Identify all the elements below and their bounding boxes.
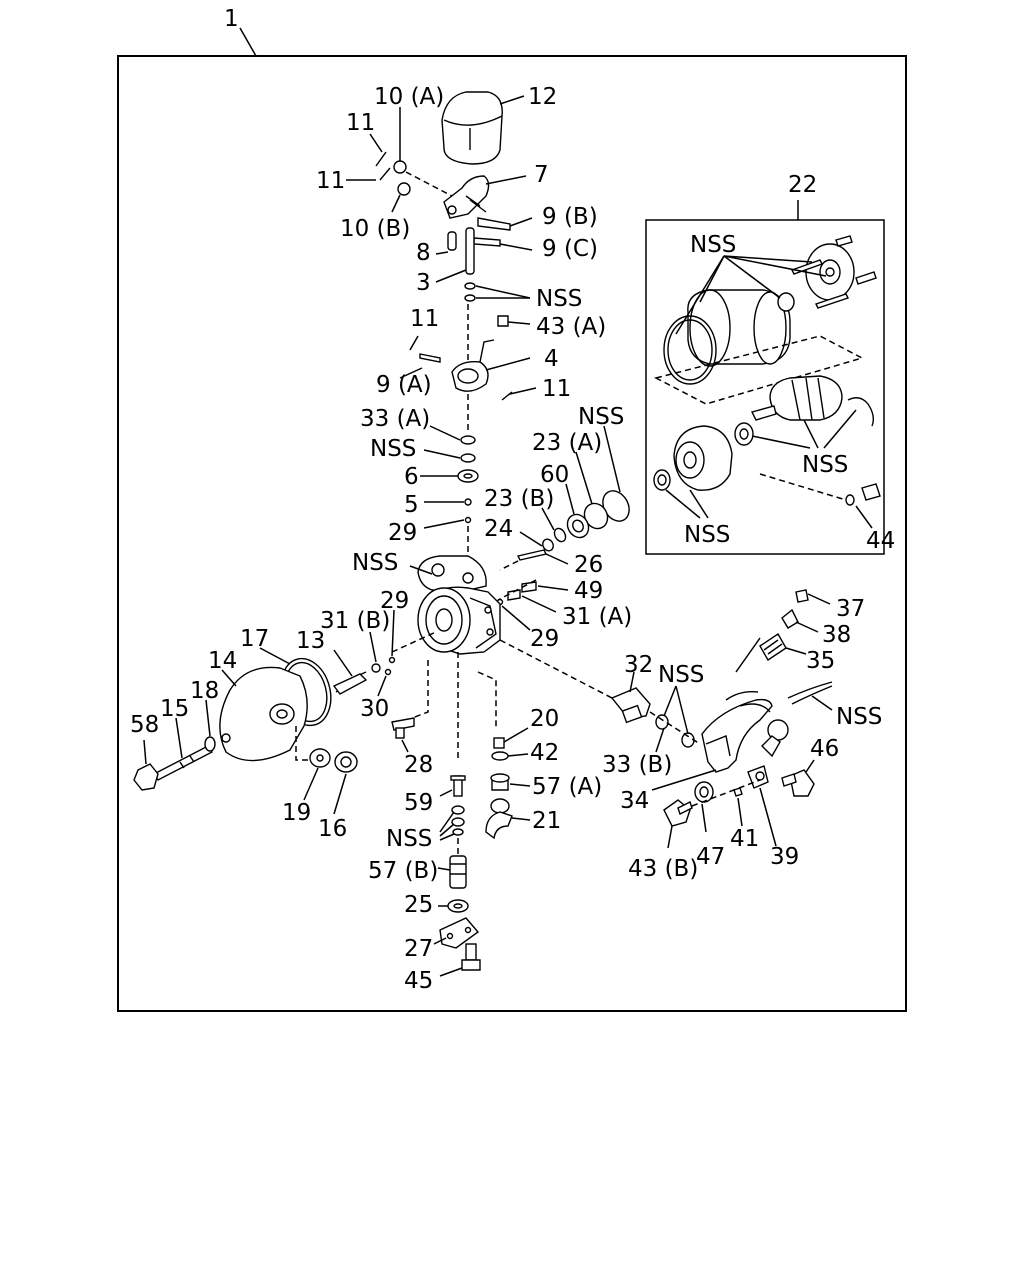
- label-19: 19: [282, 800, 311, 826]
- label-11c: 11: [410, 306, 439, 332]
- label-30: 30: [360, 696, 389, 722]
- label-41: 41: [730, 826, 759, 852]
- label-nss-4: NSS: [352, 550, 398, 576]
- label-57b: 57 (B): [368, 858, 438, 884]
- label-18: 18: [190, 678, 219, 704]
- label-58: 58: [130, 712, 159, 738]
- label-22: 22: [788, 172, 817, 198]
- assembly-frame: [117, 55, 907, 1012]
- label-3: 3: [416, 270, 431, 296]
- label-1: 1: [224, 6, 239, 32]
- label-59: 59: [404, 790, 433, 816]
- label-33b: 33 (B): [602, 752, 672, 778]
- label-25: 25: [404, 892, 433, 918]
- label-11b: 11: [316, 168, 345, 194]
- label-9b: 9 (B): [542, 204, 598, 230]
- label-57a: 57 (A): [532, 774, 602, 800]
- label-11d: 11: [542, 376, 571, 402]
- label-47: 47: [696, 844, 725, 870]
- label-45: 45: [404, 968, 433, 994]
- label-nss-3: NSS: [578, 404, 624, 430]
- label-20: 20: [530, 706, 559, 732]
- label-39: 39: [770, 844, 799, 870]
- label-27: 27: [404, 936, 433, 962]
- part-7-lever: [443, 175, 490, 219]
- label-9c: 9 (C): [542, 236, 598, 262]
- label-6: 6: [404, 464, 419, 490]
- label-31b: 31 (B): [320, 608, 390, 634]
- label-17: 17: [240, 626, 269, 652]
- part-4-fork: [451, 339, 495, 392]
- label-33a: 33 (A): [360, 406, 430, 432]
- pinion-housing: [417, 586, 501, 655]
- label-32: 32: [624, 652, 653, 678]
- part-12-cap: [441, 91, 503, 165]
- label-29c: 29: [530, 626, 559, 652]
- label-13: 13: [296, 628, 325, 654]
- label-10a: 10 (A): [374, 84, 444, 110]
- label-nss-2: NSS: [370, 436, 416, 462]
- label-12: 12: [528, 84, 557, 110]
- label-24: 24: [484, 516, 513, 542]
- label-nss-10: NSS: [684, 522, 730, 548]
- label-10b: 10 (B): [340, 216, 410, 242]
- label-nss-6: NSS: [658, 662, 704, 688]
- subassembly-22-frame: [645, 219, 885, 555]
- label-8: 8: [416, 240, 431, 266]
- label-43b: 43 (B): [628, 856, 698, 882]
- label-nss-1: NSS: [536, 286, 582, 312]
- label-35: 35: [806, 648, 835, 674]
- label-46: 46: [810, 736, 839, 762]
- label-42: 42: [530, 740, 559, 766]
- label-4: 4: [544, 346, 559, 372]
- label-nss-5: NSS: [386, 826, 432, 852]
- label-60: 60: [540, 462, 569, 488]
- label-21: 21: [532, 808, 561, 834]
- label-34: 34: [620, 788, 649, 814]
- label-23a: 23 (A): [532, 430, 602, 456]
- label-7: 7: [534, 162, 549, 188]
- label-43a: 43 (A): [536, 314, 606, 340]
- label-26: 26: [574, 552, 603, 578]
- label-15: 15: [160, 696, 189, 722]
- label-44: 44: [866, 528, 895, 554]
- label-49: 49: [574, 578, 603, 604]
- label-nss-9: NSS: [802, 452, 848, 478]
- label-37: 37: [836, 596, 865, 622]
- label-11a: 11: [346, 110, 375, 136]
- part-14-cover: [219, 666, 308, 762]
- label-9a: 9 (A): [376, 372, 432, 398]
- label-29a: 29: [388, 520, 417, 546]
- part-13-spring: [332, 671, 368, 695]
- label-23b: 23 (B): [484, 486, 554, 512]
- label-38: 38: [822, 622, 851, 648]
- part-34-shift-lever: [701, 690, 789, 773]
- label-29b: 29: [380, 588, 409, 614]
- label-31a: 31 (A): [562, 604, 632, 630]
- label-nss-7: NSS: [836, 704, 882, 730]
- label-16: 16: [318, 816, 347, 842]
- label-14: 14: [208, 648, 237, 674]
- label-nss-8: NSS: [690, 232, 736, 258]
- label-5: 5: [404, 492, 419, 518]
- label-28: 28: [404, 752, 433, 778]
- part-22-motor-assembly: [653, 235, 881, 506]
